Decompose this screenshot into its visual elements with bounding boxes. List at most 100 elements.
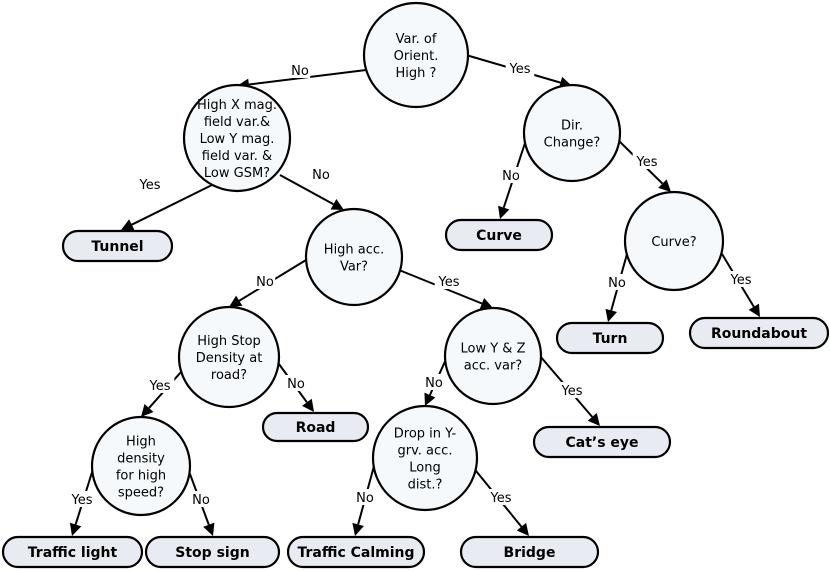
edge-label-density_no: No (192, 493, 210, 508)
decision-node-drop: Drop in Y-grv. acc. Long dist.? (371, 404, 479, 512)
edge-label-drop_yes: Yes (490, 491, 512, 506)
edge-label-acc_no: No (256, 275, 274, 290)
leaf-label: Traffic light (28, 545, 118, 561)
edge-mag_no (279, 174, 334, 206)
leaf-box (286, 535, 426, 569)
leaf-node-cats-eye: Cat’s eye (532, 425, 672, 459)
decision-node-acc: High acc. Var? (304, 207, 404, 307)
decision-node-text-line: Low Y mag. (200, 132, 275, 147)
decision-circle (304, 207, 404, 307)
edge-label-background (505, 60, 535, 76)
leaf-node-road: Road (261, 411, 370, 443)
nodes-layer: Var. of Orient. High ? High X mag. field var… (90, 1, 725, 517)
edge-label-yz_no: No (425, 376, 443, 391)
decision-node-text-line: for high (116, 469, 166, 484)
edge-label-density_yes: Yes (71, 493, 93, 508)
arrowhead-mag_no (330, 198, 344, 210)
decision-circle (443, 306, 543, 406)
edge-label-background (145, 377, 175, 393)
leaf-box (688, 316, 830, 350)
edge-label-background (190, 491, 212, 507)
decision-node-text-line: Low GSM? (204, 166, 270, 181)
leaf-label: Curve (476, 228, 522, 244)
edge-label-background (632, 153, 662, 169)
edge-label-stop_no: No (287, 377, 305, 392)
leaf-box (1, 535, 144, 569)
edge-label-dir_yes: Yes (636, 155, 658, 170)
decision-node-text-line: High ? (396, 66, 437, 81)
decision-node-text-line: Curve? (651, 235, 696, 250)
decision-circle (362, 1, 470, 109)
decision-node-text-line: High acc. (324, 243, 384, 258)
arrowhead-stop_no (302, 398, 314, 412)
edge-label-background (289, 62, 311, 78)
decision-node-text-line: Var. of (396, 32, 437, 47)
decision-node-text-line: Drop in Y- (394, 427, 457, 442)
edge-label-mag_no: No (312, 168, 330, 183)
edge-label-orient_yes: Yes (509, 62, 531, 77)
edge-label-background (557, 382, 587, 398)
edge-label-background (606, 274, 628, 290)
edge-label-background (135, 176, 165, 192)
decision-node-text-line: Long (409, 461, 440, 476)
decision-circle (90, 415, 192, 517)
decision-node-text-line: dist.? (408, 478, 443, 493)
edge-label-background (354, 489, 376, 505)
decision-node-text-line: road? (211, 368, 247, 383)
leaf-node-traffic-light: Traffic light (1, 535, 144, 569)
decision-node-text-line: Change? (544, 136, 601, 151)
decision-node-mag: High X mag. field var.& Low Y mag. field va… (182, 83, 292, 193)
edge-label-background (500, 167, 522, 183)
arrowhead-dir_no (498, 205, 510, 219)
leaf-label: Traffic Calming (297, 545, 414, 561)
decision-node-text-line: Orient. (394, 49, 439, 64)
leaf-node-turn: Turn (555, 321, 665, 355)
arrowhead-dir_yes (658, 179, 671, 192)
leaf-label: Road (296, 420, 336, 436)
arrowhead-density_yes (69, 522, 82, 536)
decision-node-text-line: field var.& (204, 115, 270, 130)
decision-node-yz: Low Y & Z acc. var? (443, 306, 543, 406)
leaf-node-stop-sign: Stop sign (144, 535, 281, 569)
edge-label-background (434, 273, 464, 289)
edge-label-stop_yes: Yes (149, 379, 171, 394)
decision-node-text-line: speed? (118, 486, 164, 501)
arrowhead-mag_yes (121, 219, 135, 231)
leaf-box (444, 218, 554, 252)
edge-label-background (285, 375, 307, 391)
edge-label-background (254, 273, 276, 289)
leaf-label: Bridge (504, 545, 556, 561)
decision-node-text-line: field var. & (202, 149, 272, 164)
arrowhead-density_no (203, 522, 215, 536)
edge-label-background (726, 271, 756, 287)
edge-label-yz_yes: Yes (561, 384, 583, 399)
edge-label-mag_yes: Yes (139, 178, 161, 193)
arrowhead-acc_yes (479, 297, 493, 310)
leaf-label: Stop sign (175, 545, 249, 561)
decision-node-text-line: High (126, 435, 156, 450)
leaf-label: Roundabout (711, 326, 807, 342)
decision-circle (371, 404, 479, 512)
leaf-label: Cat’s eye (565, 435, 638, 451)
leaf-node-tunnel: Tunnel (61, 229, 174, 263)
arrowhead-yz_yes (587, 412, 600, 426)
decision-circle (623, 190, 725, 292)
decision-node-text-line: grv. acc. (398, 444, 453, 459)
decision-node-text-line: Low Y & Z (461, 342, 526, 357)
decision-circle (177, 305, 281, 409)
edge-label-curve_no: No (608, 276, 626, 291)
leaf-box (532, 425, 672, 459)
decision-circle (522, 83, 622, 183)
edge-label-background (67, 491, 97, 507)
leaf-box (144, 535, 281, 569)
decision-node-text-line: acc. var? (464, 359, 522, 374)
leaf-box (261, 411, 370, 443)
arrowhead-stop_yes (141, 404, 154, 417)
decision-node-text-line: Var? (340, 260, 368, 275)
decision-node-orient: Var. of Orient. High ? (362, 1, 470, 109)
edge-label-curve_yes: Yes (730, 273, 752, 288)
decision-node-text-line: High X mag. (197, 98, 277, 113)
